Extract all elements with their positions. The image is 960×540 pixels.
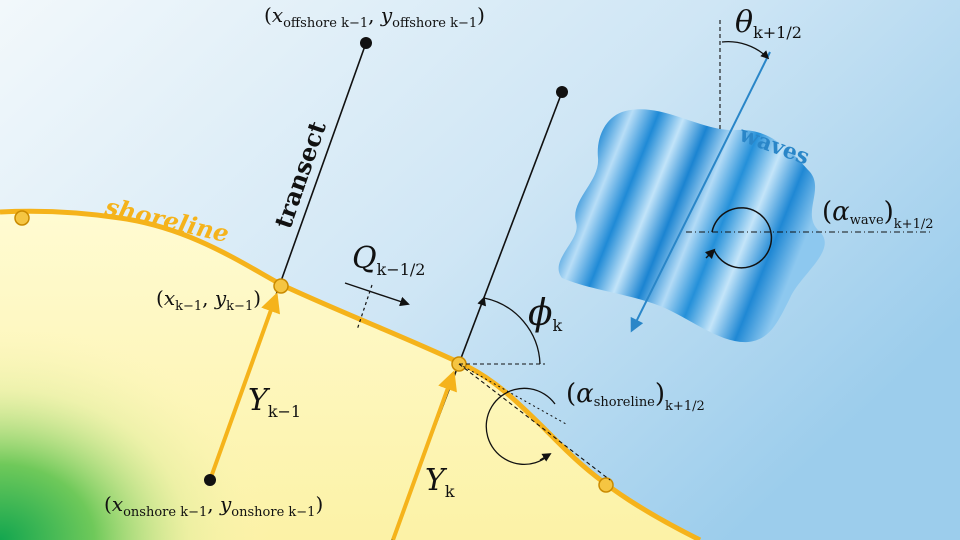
alpha-shoreline-tangent: [458, 363, 611, 481]
shore-point-label: (xk−1, yk−1): [156, 286, 261, 314]
Y-k-1-arrow: [208, 292, 281, 481]
phi-label: ϕk: [528, 293, 563, 335]
alpha-shoreline-reference: [458, 363, 567, 425]
offshore-point-label: (xoffshore k−1, yoffshore k−1): [264, 3, 485, 31]
onshore-point-dot: [204, 474, 216, 486]
phi-arc-arrowhead: [477, 296, 487, 307]
shoreline-node-next: [598, 477, 614, 493]
phi-arc: [483, 297, 541, 365]
Y-k-label: Yk: [425, 463, 455, 501]
Q-flux-arrow: [344, 282, 410, 307]
Y-k-arrow: [391, 370, 457, 540]
offshore-point-dot: [360, 37, 372, 49]
Y-k-1-label: Yk−1: [248, 383, 301, 421]
alpha-wave-label: (αwave)k+1/2: [822, 197, 934, 232]
theta-arc: [721, 41, 770, 60]
alpha-shoreline-label: (αshoreline)k+1/2: [566, 379, 705, 414]
grass-area: [0, 300, 300, 540]
wave-field: [558, 109, 825, 343]
shoreline-curve: [0, 208, 702, 540]
theta-label: θk+1/2: [735, 5, 802, 42]
wave-direction-arrow: [630, 51, 771, 333]
alpha-wave-arc: [711, 207, 773, 269]
alpha-shoreline-arc: [485, 387, 556, 465]
offshore-point-k-dot: [556, 86, 568, 98]
Q-label: Qk−1/2: [352, 241, 425, 279]
shoreline-node-k-1: [273, 278, 289, 294]
Q-normal-tick: [356, 284, 373, 331]
onshore-point-label: (xonshore k−1, yonshore k−1): [104, 492, 323, 520]
shoreline-node: [14, 210, 30, 226]
alpha-shoreline-arrowhead: [539, 453, 552, 462]
alpha-wave-arrowhead: [704, 248, 716, 260]
